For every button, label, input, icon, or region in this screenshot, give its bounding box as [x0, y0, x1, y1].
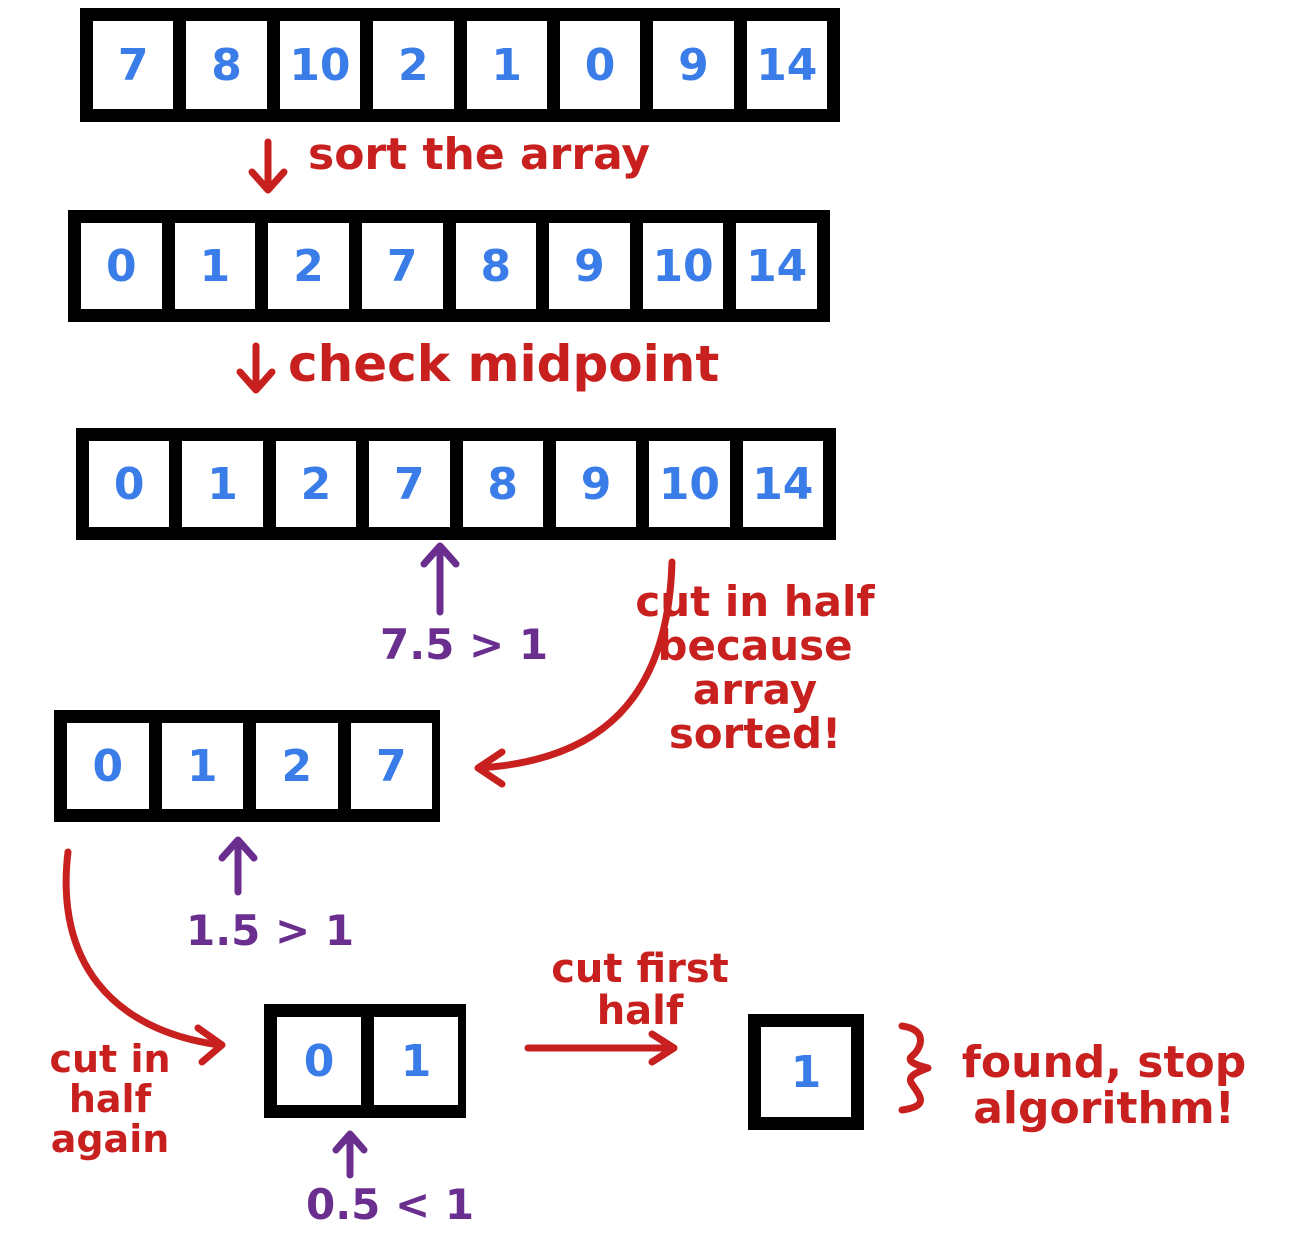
- arrow-up-2: [218, 836, 258, 896]
- array-cell: 7: [93, 21, 174, 109]
- array-cell: 14: [742, 441, 823, 527]
- comparison-second: 1.5 > 1: [186, 906, 355, 955]
- array-cell: 10: [642, 223, 724, 309]
- array-sorted: 0 1 2 7 8 9 10 14: [68, 210, 830, 322]
- comparison-first: 7.5 > 1: [380, 620, 549, 669]
- check-midpoint-label: check midpoint: [288, 335, 720, 393]
- array-midpoint: 0 1 2 7 8 9 10 14: [76, 428, 836, 540]
- array-cell: 9: [653, 21, 734, 109]
- array-cell: 1: [761, 1027, 851, 1117]
- array-original: 7 8 10 2 1 0 9 14: [80, 8, 840, 122]
- arrow-down-midpoint: [236, 342, 276, 394]
- array-cell: 10: [279, 21, 361, 109]
- array-cell: 14: [736, 223, 817, 309]
- array-cell: 1: [174, 223, 256, 309]
- cut-in-half-again-label: cut in half again: [49, 1037, 171, 1161]
- array-cell: 0: [277, 1017, 361, 1105]
- found-label: found, stop algorithm!: [961, 1037, 1247, 1135]
- array-cell: 0: [67, 723, 149, 809]
- array-cell: 2: [373, 21, 454, 109]
- sort-label: sort the array: [308, 129, 651, 180]
- array-cell: 7: [369, 441, 450, 527]
- arrow-up-1: [420, 542, 460, 616]
- array-found: 1: [748, 1014, 864, 1130]
- array-cell: 1: [466, 21, 547, 109]
- arrow-curve-cut-half-again: [62, 848, 226, 1066]
- array-cell: 1: [182, 441, 263, 527]
- array-cell: 7: [361, 223, 443, 309]
- array-cell: 0: [81, 223, 162, 309]
- array-first-half: 0 1 2 7: [54, 710, 440, 822]
- cut-in-half-label: cut in half because array sorted!: [635, 577, 875, 759]
- array-cell: 2: [256, 723, 338, 809]
- comparison-third: 0.5 < 1: [306, 1180, 475, 1229]
- arrow-curve-cut-half: [474, 558, 676, 788]
- array-cell: 8: [186, 21, 267, 109]
- array-cell: 10: [649, 441, 730, 527]
- array-cell: 0: [89, 441, 170, 527]
- array-cell: 9: [549, 223, 630, 309]
- array-cell: 0: [559, 21, 641, 109]
- array-cell: 2: [275, 441, 357, 527]
- array-cell: 8: [455, 223, 537, 309]
- brace: [898, 1022, 932, 1114]
- array-quarter: 0 1: [264, 1004, 466, 1118]
- array-cell: 7: [350, 723, 432, 809]
- array-cell: 2: [268, 223, 349, 309]
- array-cell: 9: [555, 441, 637, 527]
- arrow-down-sort: [248, 138, 288, 194]
- cut-first-half-label: cut first half: [551, 946, 729, 1034]
- array-cell: 1: [374, 1017, 458, 1105]
- arrow-up-3: [332, 1130, 368, 1179]
- array-cell: 1: [161, 723, 243, 809]
- arrow-right-cut-first-half: [524, 1030, 678, 1066]
- array-cell: 14: [746, 21, 827, 109]
- array-cell: 8: [462, 441, 543, 527]
